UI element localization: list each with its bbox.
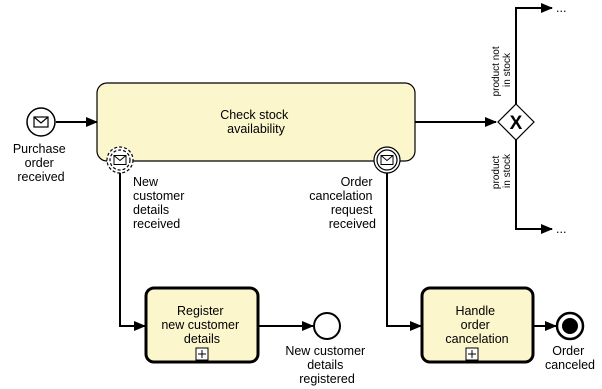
expand-marker-icon[interactable] xyxy=(195,347,209,361)
start-event[interactable] xyxy=(26,107,56,137)
subprocess-handle-cancelation[interactable]: Handle order cancelation xyxy=(420,286,535,364)
flow-gateway-upper[interactable] xyxy=(515,3,553,104)
gateway-lower-condition-label: product in stock xyxy=(491,153,513,189)
boundary-event-new-customer[interactable] xyxy=(106,146,134,174)
boundary-cancelation-label: Order cancelation request received xyxy=(309,175,376,231)
end-event-registered-label: New customer details registered xyxy=(285,344,368,386)
terminate-icon xyxy=(562,318,578,334)
flow-cancel-to-handle[interactable] xyxy=(386,172,422,331)
subprocess-register-label: Register new customer details xyxy=(161,304,242,346)
subprocess-handle-label: Handle order cancelation xyxy=(445,304,508,346)
end-event-canceled-label: Order canceled xyxy=(545,344,595,372)
task-check-stock-label: Check stock availability xyxy=(220,108,292,136)
boundary-new-customer-label: New customer details received xyxy=(133,175,188,231)
gateway-x-marker: X xyxy=(510,113,523,134)
end-event-registered[interactable] xyxy=(313,312,341,340)
gateway-upper-condition-label: product not in stock xyxy=(491,44,513,97)
start-event-label: Purchase order received xyxy=(13,142,69,184)
envelope-icon xyxy=(380,155,394,165)
flow-gateway-lower[interactable] xyxy=(515,140,553,234)
continuation-lower: ... xyxy=(556,222,566,236)
task-check-stock[interactable]: Check stock availability xyxy=(96,82,416,162)
exclusive-gateway[interactable]: X xyxy=(497,103,535,141)
flow-new-customer-to-register[interactable] xyxy=(119,172,146,331)
envelope-icon xyxy=(113,155,127,165)
continuation-upper: ... xyxy=(556,1,566,15)
end-event-canceled[interactable] xyxy=(555,311,585,341)
subprocess-register-customer[interactable]: Register new customer details xyxy=(144,286,260,364)
expand-marker-icon[interactable] xyxy=(465,347,479,361)
envelope-icon xyxy=(33,116,49,128)
boundary-event-cancelation[interactable] xyxy=(373,146,401,174)
